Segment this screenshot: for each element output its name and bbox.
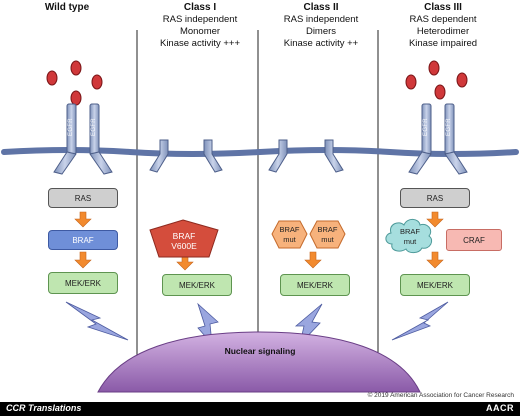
receptor-class1 (149, 139, 223, 173)
column-line: RAS independent (162, 14, 238, 25)
braf-mut-label: BRAF mut (272, 222, 307, 248)
egfr-label: EGFR (68, 118, 74, 136)
braf-mut-line: BRAF (279, 225, 300, 234)
braf-box: BRAF (48, 230, 118, 250)
ligand (46, 70, 58, 86)
ligand (91, 74, 103, 90)
mek-erk-box: MEK/ERK (400, 274, 470, 296)
column-header-wildtype: Wild type (4, 2, 130, 14)
diagram-graphics (1, 30, 519, 393)
column-line: Kinase impaired (408, 38, 478, 49)
orange-arrows (74, 211, 444, 271)
braf-v600e-line: V600E (171, 241, 197, 251)
braf-mut-line: BRAF (317, 225, 338, 234)
ligand (405, 74, 417, 90)
craf-box: CRAF (446, 229, 502, 251)
footer-bar: CCR Translations AACR (0, 402, 520, 416)
braf-mut-label: BRAF mut (388, 224, 432, 250)
column-line: Kinase activity ++ (283, 38, 359, 49)
mek-erk-box: MEK/ERK (48, 272, 118, 294)
receptor-class3 (408, 103, 468, 175)
braf-mut-label: BRAF mut (310, 222, 345, 248)
ligand (70, 90, 82, 106)
braf-v600e-shape (149, 219, 219, 258)
braf-mut-cloud-shape (385, 218, 433, 254)
nuclear-signaling-label: Nuclear signaling (224, 346, 296, 356)
column-line: Heterodimer (416, 26, 470, 37)
column-title: Class II (303, 2, 339, 13)
cell-membrane (1, 147, 519, 157)
ras-box: RAS (400, 188, 470, 208)
journal-section-label: CCR Translations (6, 403, 82, 413)
column-line: Dimers (305, 26, 337, 37)
egfr-label: EGFR (91, 118, 97, 136)
publisher-logo: AACR (486, 403, 514, 413)
braf-mut-line: mut (283, 235, 296, 244)
column-line: RAS independent (283, 14, 359, 25)
ligand (434, 84, 446, 100)
ligand (70, 60, 82, 76)
braf-mut-line: mut (403, 237, 417, 246)
column-line: Kinase activity +++ (159, 38, 240, 49)
column-header-class1: Class I RAS independent Monomer Kinase a… (137, 2, 263, 50)
receptor-class2 (268, 139, 344, 173)
braf-mut-dimer-shape (271, 220, 308, 249)
copyright-text: © 2019 American Association for Cancer R… (367, 392, 514, 399)
column-title: Class III (424, 2, 462, 13)
mek-erk-box: MEK/ERK (280, 274, 350, 296)
mek-erk-box: MEK/ERK (162, 274, 232, 296)
nucleus-dome (97, 331, 421, 393)
column-line: Monomer (179, 26, 221, 37)
ras-box: RAS (48, 188, 118, 208)
braf-mut-line: BRAF (399, 227, 420, 236)
column-header-class2: Class II RAS independent Dimers Kinase a… (258, 2, 384, 50)
egfr-label: EGFR (446, 118, 452, 136)
braf-v600e-line: BRAF (172, 231, 196, 241)
egfr-label: EGFR (423, 118, 429, 136)
column-line: RAS dependent (409, 14, 477, 25)
braf-v600e-label: BRAF V600E (155, 228, 213, 254)
braf-mut-dimer-shape (309, 220, 346, 249)
column-title: Class I (183, 2, 217, 13)
ligand (428, 60, 440, 76)
receptor-wildtype (53, 103, 113, 175)
column-header-class3: Class III RAS dependent Heterodimer Kina… (380, 2, 506, 50)
ligand (456, 72, 468, 88)
column-title: Wild type (44, 2, 90, 13)
braf-mut-line: mut (321, 235, 334, 244)
